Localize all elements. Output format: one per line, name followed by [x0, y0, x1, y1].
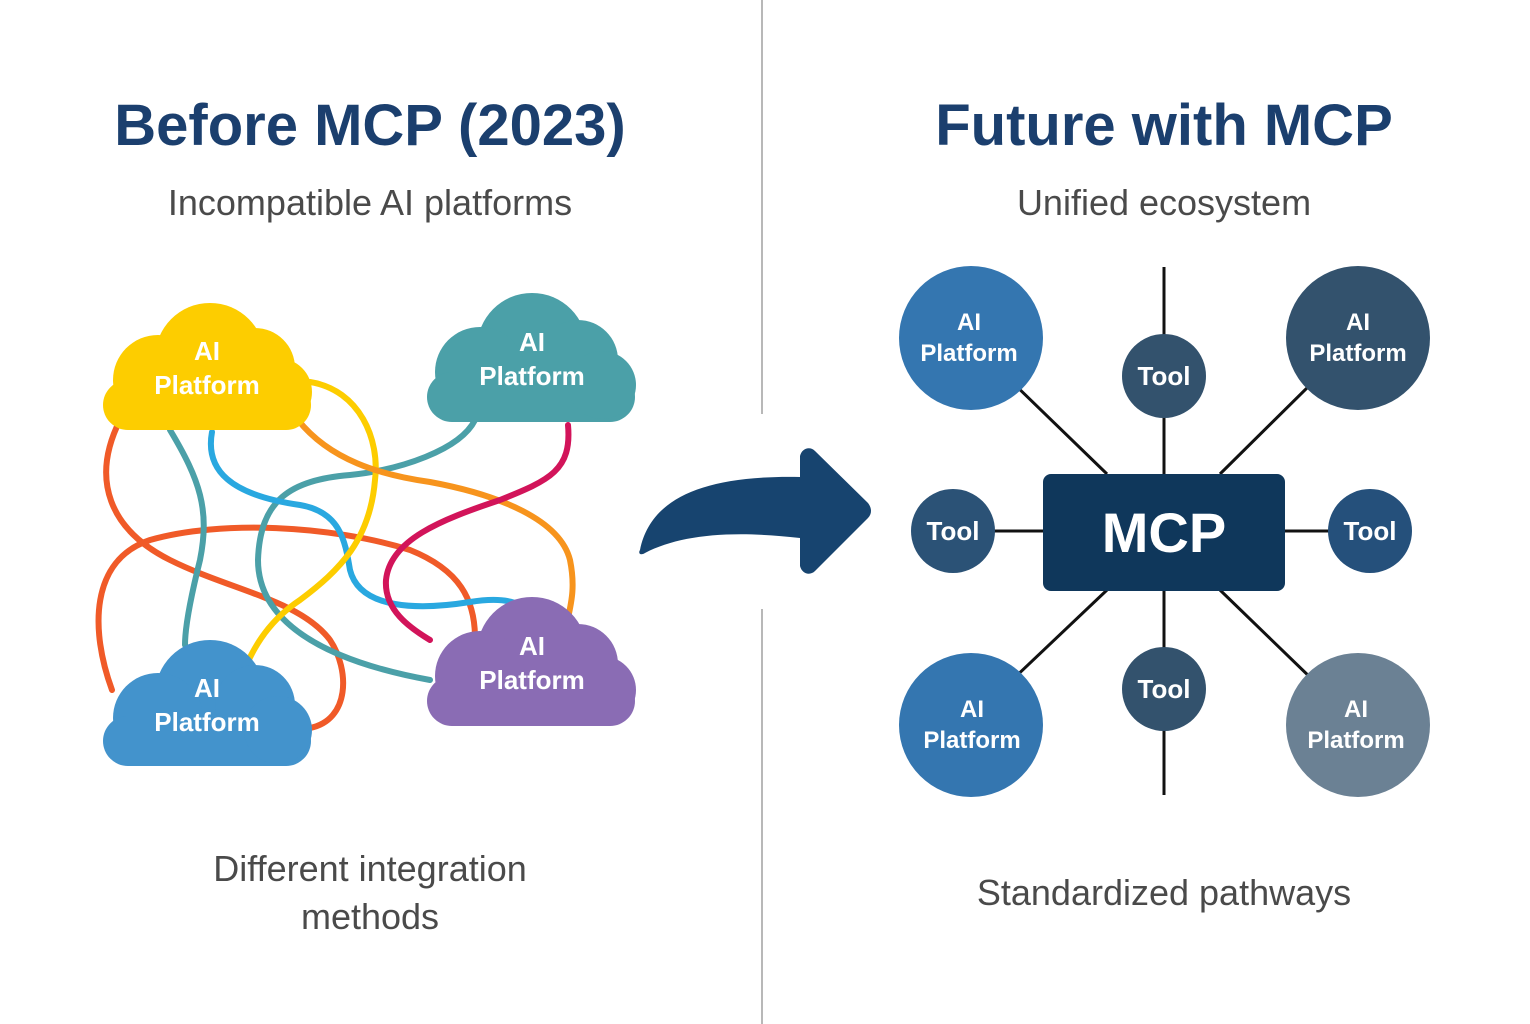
connector-teal-2 [254, 417, 478, 683]
before-mcp-subtitle: Incompatible AI platforms [167, 182, 573, 223]
cloud-purple [427, 597, 636, 726]
tool-left-label: Tool [927, 516, 980, 546]
connector-orange-red-2 [95, 524, 478, 693]
mcp-hub [1043, 474, 1285, 591]
curved-arrow-icon [639, 448, 871, 574]
future-mcp-subtitle: Unified ecosystem [1016, 182, 1312, 223]
before-mcp-caption-line2: methods [300, 896, 440, 937]
connector-yellow [242, 379, 379, 671]
platform-bottom-right-line2: Platform [1307, 727, 1404, 754]
cloud-yellow-label-line1: AI [194, 336, 220, 366]
platform-bottom-left-line2: Platform [923, 727, 1020, 754]
connector-teal-1 [167, 427, 207, 648]
cloud-teal-label-line2: Platform [479, 361, 584, 391]
tool-node-bottom [1122, 647, 1206, 731]
platform-node-top-right [1286, 266, 1430, 410]
tool-bottom-label: Tool [1138, 674, 1191, 704]
cloud-yellow [103, 303, 312, 430]
cloud-blue-label-line1: AI [194, 673, 220, 703]
cloud-teal-label-line1: AI [519, 327, 545, 357]
tool-node-right [1328, 489, 1412, 573]
cloud-purple-label-line1: AI [519, 631, 545, 661]
connector-crimson [382, 422, 572, 643]
before-mcp-caption: Different integration methods [60, 845, 680, 941]
platform-node-bottom-right [1286, 653, 1430, 797]
tool-node-top [1122, 334, 1206, 418]
spoke-bottom-left [1008, 588, 1109, 684]
platform-node-top-left [899, 266, 1043, 410]
mcp-hub-label: MCP [1102, 501, 1226, 564]
tool-top-label: Tool [1138, 361, 1191, 391]
platform-top-left-line2: Platform [920, 340, 1017, 367]
future-mcp-caption: Standardized pathways [976, 872, 1352, 913]
spoke-top-left [1008, 378, 1109, 476]
cloud-blue-label-line2: Platform [154, 707, 259, 737]
platform-top-left-line1: AI [957, 309, 981, 336]
connector-blue [207, 429, 523, 610]
spoke-bottom-right [1218, 588, 1317, 684]
connector-amber [295, 417, 576, 621]
connector-orange-red-1 [103, 417, 347, 731]
cloud-purple-label-line2: Platform [479, 665, 584, 695]
before-mcp-title: Before MCP (2023) [114, 93, 626, 158]
platform-bottom-left-line1: AI [960, 696, 984, 723]
spoke-top-right [1218, 378, 1317, 476]
platform-node-bottom-left [899, 653, 1043, 797]
platform-top-right-line2: Platform [1309, 340, 1406, 367]
platform-bottom-right-line1: AI [1344, 696, 1368, 723]
cloud-teal [427, 293, 636, 422]
cloud-yellow-label-line2: Platform [154, 370, 259, 400]
tool-node-left [911, 489, 995, 573]
tool-right-label: Tool [1344, 516, 1397, 546]
future-mcp-title: Future with MCP [935, 93, 1393, 158]
before-mcp-caption-line1: Different integration [213, 848, 527, 889]
platform-top-right-line1: AI [1346, 309, 1370, 336]
cloud-blue [103, 640, 312, 766]
